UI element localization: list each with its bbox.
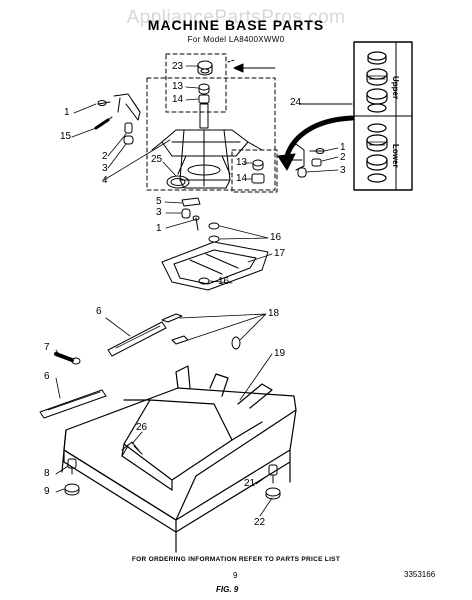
callout-14-right: 14 xyxy=(236,173,248,184)
callout-18: 18 xyxy=(268,308,280,319)
callout-7: 7 xyxy=(44,342,50,353)
figure-reference: FIG. 9 xyxy=(216,585,239,594)
callout-2-right: 2 xyxy=(340,152,346,163)
arrow-23 xyxy=(227,59,276,73)
leader-lines xyxy=(55,65,339,517)
bracket-upper-left xyxy=(113,93,141,121)
callout-13-top: 13 xyxy=(172,81,184,92)
top-parts-box xyxy=(165,53,227,113)
callout-23: 23 xyxy=(172,61,184,72)
callout-3-left: 3 xyxy=(102,163,108,174)
part-22 xyxy=(265,487,281,500)
part-21 xyxy=(268,464,278,484)
callout-17: 17 xyxy=(274,248,286,259)
part-18 xyxy=(161,313,241,350)
callout-25: 25 xyxy=(151,154,163,165)
part-23 xyxy=(197,60,213,76)
inset-lower-label: Lower xyxy=(391,144,400,168)
bearing-inset xyxy=(353,41,413,191)
part-3-left xyxy=(123,135,134,145)
part-3-right xyxy=(297,167,307,178)
callout-22: 22 xyxy=(254,517,266,528)
part-2-right xyxy=(311,158,322,167)
part-14-right xyxy=(251,173,265,184)
curved-arrow-head xyxy=(277,153,296,171)
callout-9: 9 xyxy=(44,486,50,497)
callout-5: 5 xyxy=(156,196,162,207)
part-6-upper xyxy=(107,321,167,357)
callout-16-lower: 16 xyxy=(218,276,230,287)
part-8 xyxy=(67,458,77,475)
right-parts-box xyxy=(231,149,278,193)
part-15 xyxy=(94,116,113,130)
part-7 xyxy=(54,352,81,365)
drive-assembly-box xyxy=(146,77,276,191)
part-17 xyxy=(161,241,269,291)
callout-1-right: 1 xyxy=(340,142,346,153)
part-13-right xyxy=(252,159,264,171)
part-14-top xyxy=(198,94,210,104)
part-5 xyxy=(181,197,201,207)
callout-1-left: 1 xyxy=(64,107,70,118)
callout-4: 4 xyxy=(102,175,108,186)
part-1-right xyxy=(309,148,325,154)
part-16-upper xyxy=(208,222,220,243)
part-6-lower xyxy=(39,389,107,419)
model-subtitle: For Model LA8400XWW0 xyxy=(187,35,285,44)
page-number: 9 xyxy=(233,571,238,580)
callout-1-center: 1 xyxy=(156,223,162,234)
part-1-center xyxy=(192,215,200,231)
part-1-left xyxy=(97,100,111,106)
document-number: 3353166 xyxy=(404,570,436,579)
drive-assembly xyxy=(151,103,263,189)
part-9 xyxy=(64,483,80,496)
callout-2-left: 2 xyxy=(102,151,108,162)
callout-15: 15 xyxy=(60,131,72,142)
part-16-lower xyxy=(198,277,210,285)
part-19-base-frame xyxy=(61,365,297,553)
callout-6-upper: 6 xyxy=(96,306,102,317)
callout-14-top: 14 xyxy=(172,94,184,105)
part-25 xyxy=(166,175,190,189)
watermark: AppliancePartsPros.com xyxy=(126,7,346,28)
callout-3-center: 3 xyxy=(156,207,162,218)
callout-3-right: 3 xyxy=(340,165,346,176)
curved-arrow xyxy=(283,115,355,163)
callout-19: 19 xyxy=(274,348,286,359)
part-2-left xyxy=(124,122,133,134)
callout-16-upper: 16 xyxy=(270,232,282,243)
ordering-note: FOR ORDERING INFORMATION REFER TO PARTS … xyxy=(131,556,341,563)
callout-24: 24 xyxy=(290,97,302,108)
callout-13-right: 13 xyxy=(236,157,248,168)
callout-6-lower: 6 xyxy=(44,371,50,382)
inset-upper-label: Upper xyxy=(391,76,400,100)
part-26 xyxy=(121,441,143,457)
page-title: MACHINE BASE PARTS xyxy=(147,17,325,33)
callout-26: 26 xyxy=(136,422,148,433)
callout-8: 8 xyxy=(44,468,50,479)
callout-21: 21 xyxy=(244,478,256,489)
part-13-top xyxy=(198,83,210,95)
part-3-center xyxy=(181,208,191,219)
